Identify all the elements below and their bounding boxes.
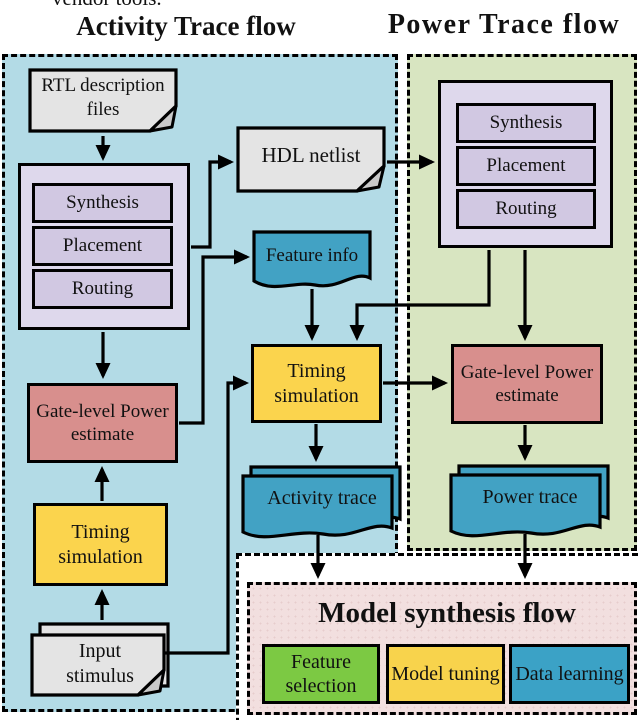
node-label: Power trace xyxy=(482,486,578,508)
cropped-paragraph-line: vendor tools. xyxy=(52,0,312,9)
node-timing-simulation-activity: Timing simulation xyxy=(33,503,168,586)
folded-corner-icon xyxy=(136,668,166,697)
node-rtl-description-files: RTL description files xyxy=(28,68,178,133)
eda-step-synthesis: Synthesis xyxy=(456,103,596,143)
node-power-trace: Power trace xyxy=(449,464,611,541)
node-label: Timing simulation xyxy=(274,360,359,407)
node-input-stimulus: Input stimulus xyxy=(30,622,170,698)
node-label: Activity trace xyxy=(267,487,377,509)
step-label: Placement xyxy=(62,235,143,257)
node-label: Input stimulus xyxy=(66,640,134,687)
node-label: HDL netlist xyxy=(261,143,361,168)
folded-corner-icon xyxy=(355,164,386,193)
node-label: Timing simulation xyxy=(58,521,143,568)
node-feature-info: Feature info xyxy=(252,230,372,294)
node-eda-tools-activity: Synthesis Placement Routing xyxy=(18,163,190,330)
node-label: Model tuning xyxy=(391,662,500,685)
stacked-wavy-document-shape xyxy=(241,465,402,539)
eda-step-synthesis: Synthesis xyxy=(32,183,173,223)
node-model-tuning: Model tuning xyxy=(386,644,505,704)
node-label: Gate-level Power estimate xyxy=(460,361,594,406)
step-label: Placement xyxy=(486,155,566,177)
node-eda-tools-power: Synthesis Placement Routing xyxy=(438,80,613,248)
step-label: Routing xyxy=(495,198,557,220)
eda-step-routing: Routing xyxy=(456,189,596,229)
node-label: Gate-level Power estimate xyxy=(36,400,169,445)
node-hdl-netlist: HDL netlist xyxy=(236,126,386,193)
stacked-wavy-document-shape xyxy=(449,464,610,538)
folded-corner-icon xyxy=(148,104,178,133)
node-activity-trace: Activity trace xyxy=(241,465,403,542)
node-label: Feature info xyxy=(265,245,359,267)
model-flow-title: Model synthesis flow xyxy=(318,597,576,629)
node-gate-level-power-estimate-power: Gate-level Power estimate xyxy=(451,344,603,424)
eda-step-placement: Placement xyxy=(456,146,596,186)
eda-step-routing: Routing xyxy=(32,269,173,309)
power-flow-title: Power Trace flow xyxy=(387,9,621,40)
document-shape xyxy=(28,68,178,133)
node-label: Data learning xyxy=(515,662,624,685)
node-feature-selection: Feature selection xyxy=(262,644,380,704)
node-label: RTL description files xyxy=(41,74,165,120)
document-shape xyxy=(236,126,386,193)
step-label: Synthesis xyxy=(489,112,563,134)
eda-step-placement: Placement xyxy=(32,226,173,266)
node-label: Feature selection xyxy=(285,650,357,697)
node-gate-level-power-estimate-activity: Gate-level Power estimate xyxy=(27,383,178,463)
step-label: Synthesis xyxy=(66,192,139,214)
stacked-document-shape xyxy=(30,622,170,697)
node-data-learning: Data learning xyxy=(509,644,630,704)
step-label: Routing xyxy=(71,278,134,300)
cropped-text: vendor tools. xyxy=(52,0,162,9)
node-timing-simulation-main: Timing simulation xyxy=(251,344,382,423)
activity-flow-title: Activity Trace flow xyxy=(76,11,296,41)
